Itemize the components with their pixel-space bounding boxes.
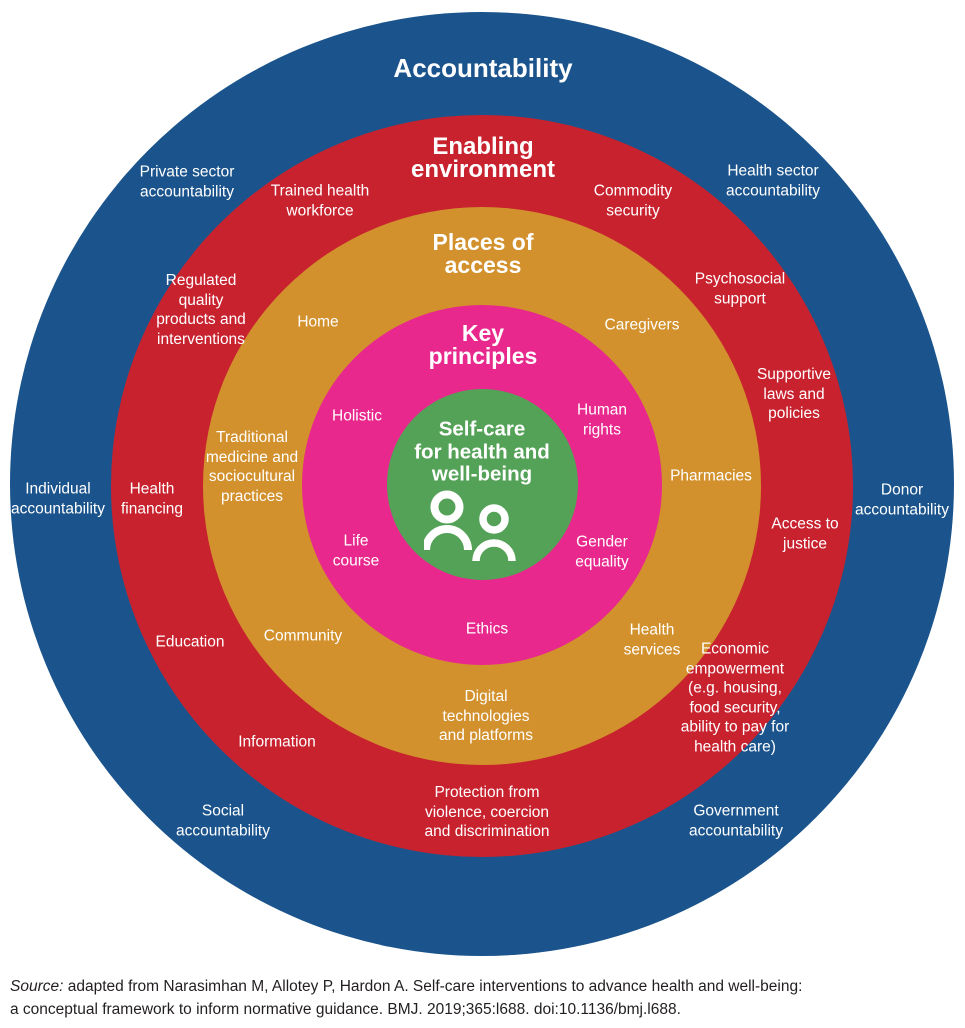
label-human-rights: Human rights <box>577 401 627 439</box>
label-community: Community <box>263 627 343 645</box>
label-holistic: Holistic <box>332 407 382 425</box>
label-home: Home <box>297 313 339 331</box>
label-health-sector-accountability: Health sector accountability <box>726 162 820 200</box>
label-health-services: Health services <box>623 621 681 659</box>
source-text-line-2: a conceptual framework to inform normati… <box>10 1001 681 1018</box>
two-people-icon <box>424 490 516 562</box>
label-trained-health-workforce: Trained health workforce <box>270 182 370 220</box>
source-citation: Source: adapted from Narasimhan M, Allot… <box>10 975 960 1021</box>
label-regulated-quality-products: Regulated quality products and intervent… <box>156 272 246 348</box>
label-pharmacies: Pharmacies <box>670 467 752 485</box>
ring-title-accountability: Accountability <box>393 53 573 83</box>
label-traditional-medicine: Traditional medicine and sociocultural p… <box>205 429 299 505</box>
label-economic-empowerment: Economic empowerment (e.g. housing, food… <box>680 640 790 756</box>
ring-title-key-principles: Key principles <box>428 320 538 369</box>
label-individual-accountability: Individual accountability <box>11 480 105 518</box>
label-education: Education <box>155 633 225 651</box>
label-donor-accountability: Donor accountability <box>855 481 949 519</box>
label-health-financing: Health financing <box>120 480 184 518</box>
label-psychosocial-support: Psychosocial support <box>694 270 786 308</box>
label-private-sector-accountability: Private sector accountability <box>139 163 235 201</box>
label-protection-from-violence: Protection from violence, coercion and d… <box>424 783 550 840</box>
ring-title-enabling-environment: Enabling environment <box>410 133 556 183</box>
label-social-accountability: Social accountability <box>176 802 270 840</box>
label-access-to-justice: Access to justice <box>771 515 839 553</box>
label-commodity-security: Commodity security <box>593 182 673 220</box>
label-information: Information <box>238 733 316 751</box>
label-life-course: Life course <box>332 532 380 570</box>
label-ethics: Ethics <box>465 620 509 638</box>
source-text-line-1: adapted from Narasimhan M, Allotey P, Ha… <box>63 978 803 995</box>
label-digital-technologies: Digital technologies and platforms <box>439 687 533 744</box>
source-line-1: Source: adapted from Narasimhan M, Allot… <box>10 975 960 998</box>
core-title: Self-care for health and well-being <box>414 417 550 486</box>
label-gender-equality: Gender equality <box>575 533 629 571</box>
label-caregivers: Caregivers <box>604 316 680 334</box>
label-supportive-laws-policies: Supportive laws and policies <box>756 365 832 422</box>
label-government-accountability: Government accountability <box>689 802 783 840</box>
source-label: Source: <box>10 978 64 995</box>
ring-title-places-of-access: Places of access <box>432 229 534 278</box>
